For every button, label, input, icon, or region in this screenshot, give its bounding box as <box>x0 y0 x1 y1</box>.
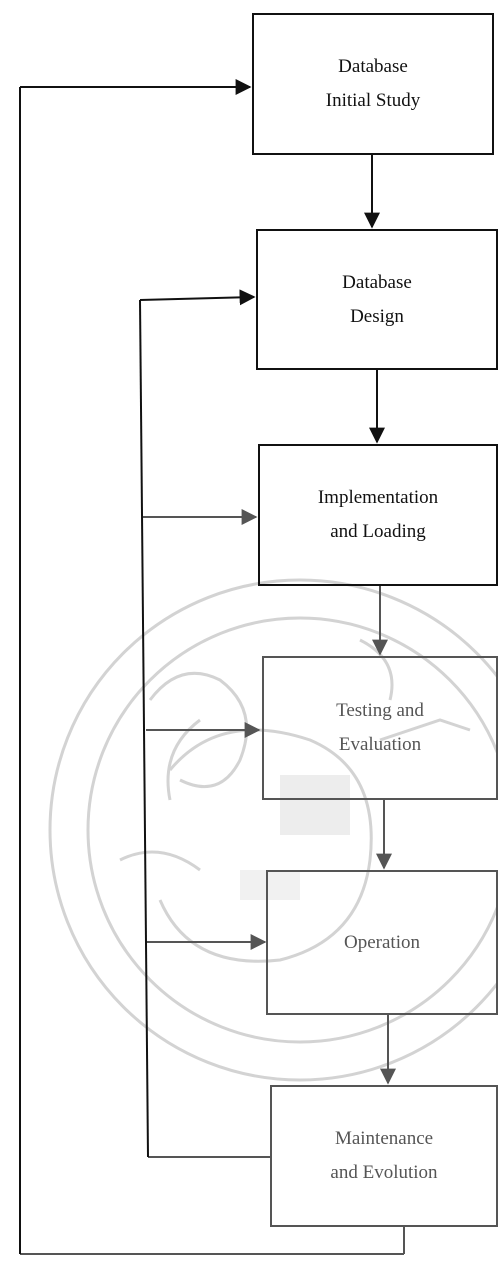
step-label-line1: Operation <box>344 931 420 953</box>
step-label-line1: Maintenance <box>334 1128 434 1149</box>
outer-feedback-loop <box>19 79 405 1255</box>
step-label-line1: Implementation <box>317 487 439 508</box>
step-label-line2: and Evolution <box>330 1162 438 1183</box>
step-label-line1: Testing and <box>336 700 424 721</box>
step-label-line2: Design <box>350 305 404 327</box>
step-implementation-and-loading: Implementation and Loading <box>258 444 498 586</box>
step-label-line1: Database <box>338 56 408 77</box>
forward-flow <box>364 155 396 1085</box>
step-label-line2: Initial Study <box>325 90 421 111</box>
inner-feedback-loop <box>139 289 270 1158</box>
step-maintenance-and-evolution: Maintenance and Evolution <box>270 1085 498 1227</box>
step-database-initial-study: Database Initial Study <box>252 13 494 155</box>
step-database-design: Database Design <box>256 229 498 370</box>
step-testing-and-evaluation: Testing and Evaluation <box>262 656 498 800</box>
step-label-line1: Database <box>342 271 412 293</box>
step-operation: Operation <box>266 870 498 1015</box>
step-label-line2: Evaluation <box>338 734 422 755</box>
step-label-line2: and Loading <box>330 521 426 542</box>
